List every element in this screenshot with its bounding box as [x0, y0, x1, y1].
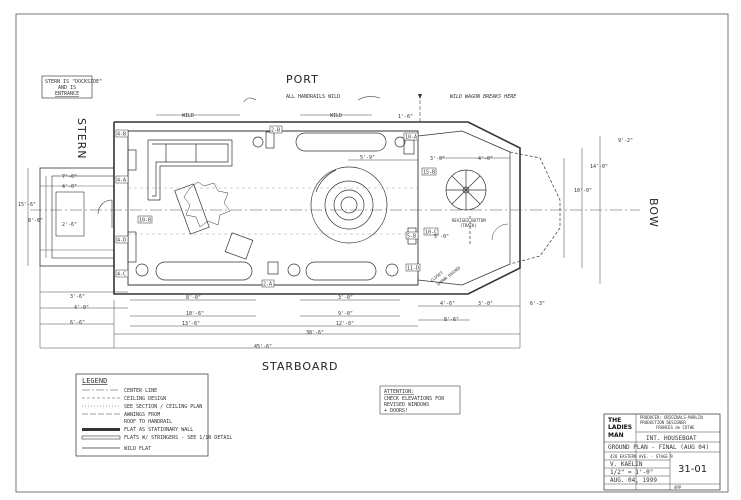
dim-4-0b: 4'-0": [74, 305, 89, 311]
legend-item-8: WILD FLAT: [124, 446, 151, 452]
tag-2a: 2-A: [263, 282, 272, 288]
dim-45-6: 45'-6": [254, 344, 272, 350]
legend-item-7: FLATS W/ STRINGERS - SEE 1/10 DETAIL: [124, 435, 232, 441]
location: 428 EASTERN AVE. - STAGE 9: [610, 454, 673, 459]
tag-4b: 4-B: [117, 132, 126, 138]
tag-10c: 10-C: [425, 230, 437, 236]
legend-item-4: AWNINGS FROM: [124, 412, 160, 418]
sheet-title: GROUND PLAN - FINAL (AUG 04): [608, 444, 709, 451]
tag-10a: 10-A: [405, 135, 417, 141]
approved: APP: [674, 485, 682, 490]
dim-9-0: 9'-0": [338, 311, 353, 317]
dim-12-0: 12'-0": [336, 321, 354, 327]
tag-4d: 4-D: [117, 238, 126, 244]
dim-3-0b: 3'-0": [338, 295, 353, 301]
attention-box: ATTENTION: CHECK ELEVATIONS FOR REVISED …: [379, 385, 461, 415]
wild-wagon-arrow-icon: [418, 94, 422, 99]
credit-line-2: PRODUCTION DESIGNER: [640, 420, 686, 425]
dim-8-6: 8'-6": [28, 218, 43, 224]
legend-item-2: CEILING DESIGN: [124, 396, 166, 402]
stern-note-line-1: STERN IS "DOCKSIDE": [45, 79, 102, 85]
dim-9-2: 9'-2": [618, 138, 633, 144]
dim-4-0c: 4'-0": [62, 184, 77, 190]
coffee-table: [174, 183, 210, 235]
sheet-border: [15, 13, 729, 493]
dim-8-0: 8'-0": [186, 295, 201, 301]
legend-item-5: ROOF TO HANDRAIL: [124, 419, 172, 425]
legend-item-6: FLAT AS STATIONARY WALL: [124, 427, 193, 433]
handrails-leader: [243, 96, 381, 103]
logo-line-3: MAN: [608, 432, 624, 439]
port-label: PORT: [286, 73, 319, 86]
set-name: INT. HOUSEBOAT: [646, 435, 697, 442]
title-block: THE LADIES MAN PRODUCER: ORIGINALS-MARLI…: [603, 413, 721, 491]
attention-title: ATTENTION:: [384, 389, 414, 395]
revised-bottom-line-1: REVISED BOTTOM: [452, 218, 486, 223]
round-bed: [310, 166, 388, 244]
tag-10b: 10-B: [139, 218, 151, 224]
tag-4a: 4-A: [117, 178, 126, 184]
spiral-stair: [445, 169, 487, 211]
houseboat-hull: [39, 121, 521, 295]
wild-label-2: WILD: [330, 113, 342, 119]
dim-4-6: 4'-6": [440, 301, 455, 307]
dim-3-0: 3'-0": [430, 156, 445, 162]
dim-13-6: 13'-6": [182, 321, 200, 327]
dim-6-6: 6'-6": [70, 320, 85, 326]
attention-line-2: REVISED WINDOWS: [384, 402, 429, 408]
logo-line-1: THE: [608, 417, 621, 424]
dimension-texts: 9'-2" 14'-0" 10'-0" 4'-0" 3'-0" 5'-9" 1'…: [18, 114, 633, 350]
dim-8-6b: 8'-6": [444, 317, 459, 323]
dim-1-6: 1'-6": [398, 114, 413, 120]
tag-2b: 2-B: [271, 128, 280, 134]
stern-label: STERN: [75, 118, 88, 160]
dim-7-0: 7'-0": [62, 174, 77, 180]
legend-box: LEGEND CENTER LINE CEILING DESIGN SEE SE…: [75, 373, 232, 457]
furniture: [127, 131, 561, 281]
starboard-label: STARBOARD: [262, 360, 338, 373]
stern-note-line-3: ENTRANCE: [55, 91, 79, 97]
wild-label-1: WILD: [182, 113, 194, 119]
legend-title: LEGEND: [82, 377, 107, 385]
dim-4-0: 4'-0": [478, 156, 493, 162]
handrails-note: ALL HANDRAILS WILD: [286, 94, 340, 100]
dim-10-6: 10'-6": [186, 311, 204, 317]
attention-line-3: + DOORS!: [384, 408, 408, 414]
dim-2-6: 2'-6": [62, 222, 77, 228]
dimension-lines: [27, 136, 601, 349]
stern-note-line-2: AND IS: [58, 85, 76, 91]
armchair: [224, 232, 254, 260]
date: AUG. 04, 1999: [610, 477, 657, 484]
room-tags: 4-B 4-A 4-C 4-D 10-B 10-A 15-B 11-D 2-A …: [115, 125, 439, 288]
dim-5-9: 5'-9": [360, 155, 375, 161]
dim-14-0: 14'-0": [590, 164, 608, 170]
dim-6-3: 6'-3": [530, 301, 545, 307]
legend-item-3: SEE SECTION / CEILING PLAN: [124, 404, 202, 410]
drawn-by: V. KAELIN: [610, 461, 643, 468]
bow-label: BOW: [647, 198, 660, 228]
revised-bottom-line-2: (TRACK): [460, 223, 477, 228]
scale: 1/2" = 1'-0": [610, 469, 653, 476]
credit-line-3: FRANCES de COTHE: [656, 425, 695, 430]
dim-5-0: 5'-0": [434, 234, 449, 240]
tag-4c: 4-C: [117, 272, 126, 278]
dim-3-0c: 3'-0": [478, 301, 493, 307]
logo-line-2: LADIES: [608, 424, 632, 431]
tag-5b: 5-B: [407, 234, 416, 240]
dim-15-6: 15'-6": [18, 202, 36, 208]
rug: [183, 181, 231, 228]
tag-15b: 15-B: [423, 170, 435, 176]
dim-10-0: 10'-0": [574, 188, 592, 194]
dim-38-6: 38'-6": [306, 330, 324, 336]
sheet-number: 31-01: [678, 464, 707, 475]
dim-3-6: 3'-6": [70, 294, 85, 300]
legend-item-1: CENTER LINE: [124, 388, 157, 394]
attention-line-1: CHECK ELEVATIONS FOR: [384, 396, 445, 402]
stern-note: STERN IS "DOCKSIDE" AND IS ENTRANCE: [41, 75, 102, 99]
credit-line-1: PRODUCER: ORIGINALS-MARLIN: [640, 415, 703, 420]
sofa: [147, 139, 233, 201]
wild-wagon-note: WILD WAGON BREAKS HERE: [450, 94, 516, 100]
tag-11d: 11-D: [407, 266, 419, 272]
